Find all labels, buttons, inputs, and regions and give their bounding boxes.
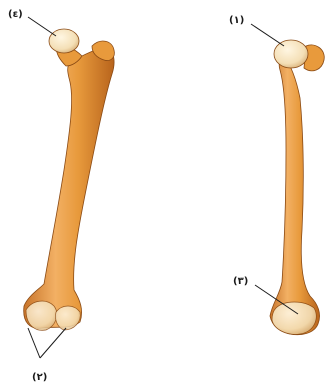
- label-femur-head: (ε): [8, 9, 23, 21]
- leader-line-humerus-head: [251, 24, 284, 46]
- humerus-head: [274, 40, 308, 68]
- leader-line-femur-condyle-1: [28, 328, 40, 358]
- label-humerus-head: (١): [229, 15, 244, 27]
- femur-lateral-condyle: [55, 306, 80, 330]
- femur-head: [49, 29, 79, 53]
- label-femur-condyles: (٢): [32, 372, 47, 384]
- label-humerus-distal: (٣): [233, 276, 248, 288]
- humerus: [270, 40, 324, 335]
- humerus-trochlea: [272, 302, 316, 334]
- femur: [24, 29, 115, 330]
- leader-line-femur-condyle-2: [40, 328, 66, 358]
- leader-line-femur-head: [28, 17, 56, 36]
